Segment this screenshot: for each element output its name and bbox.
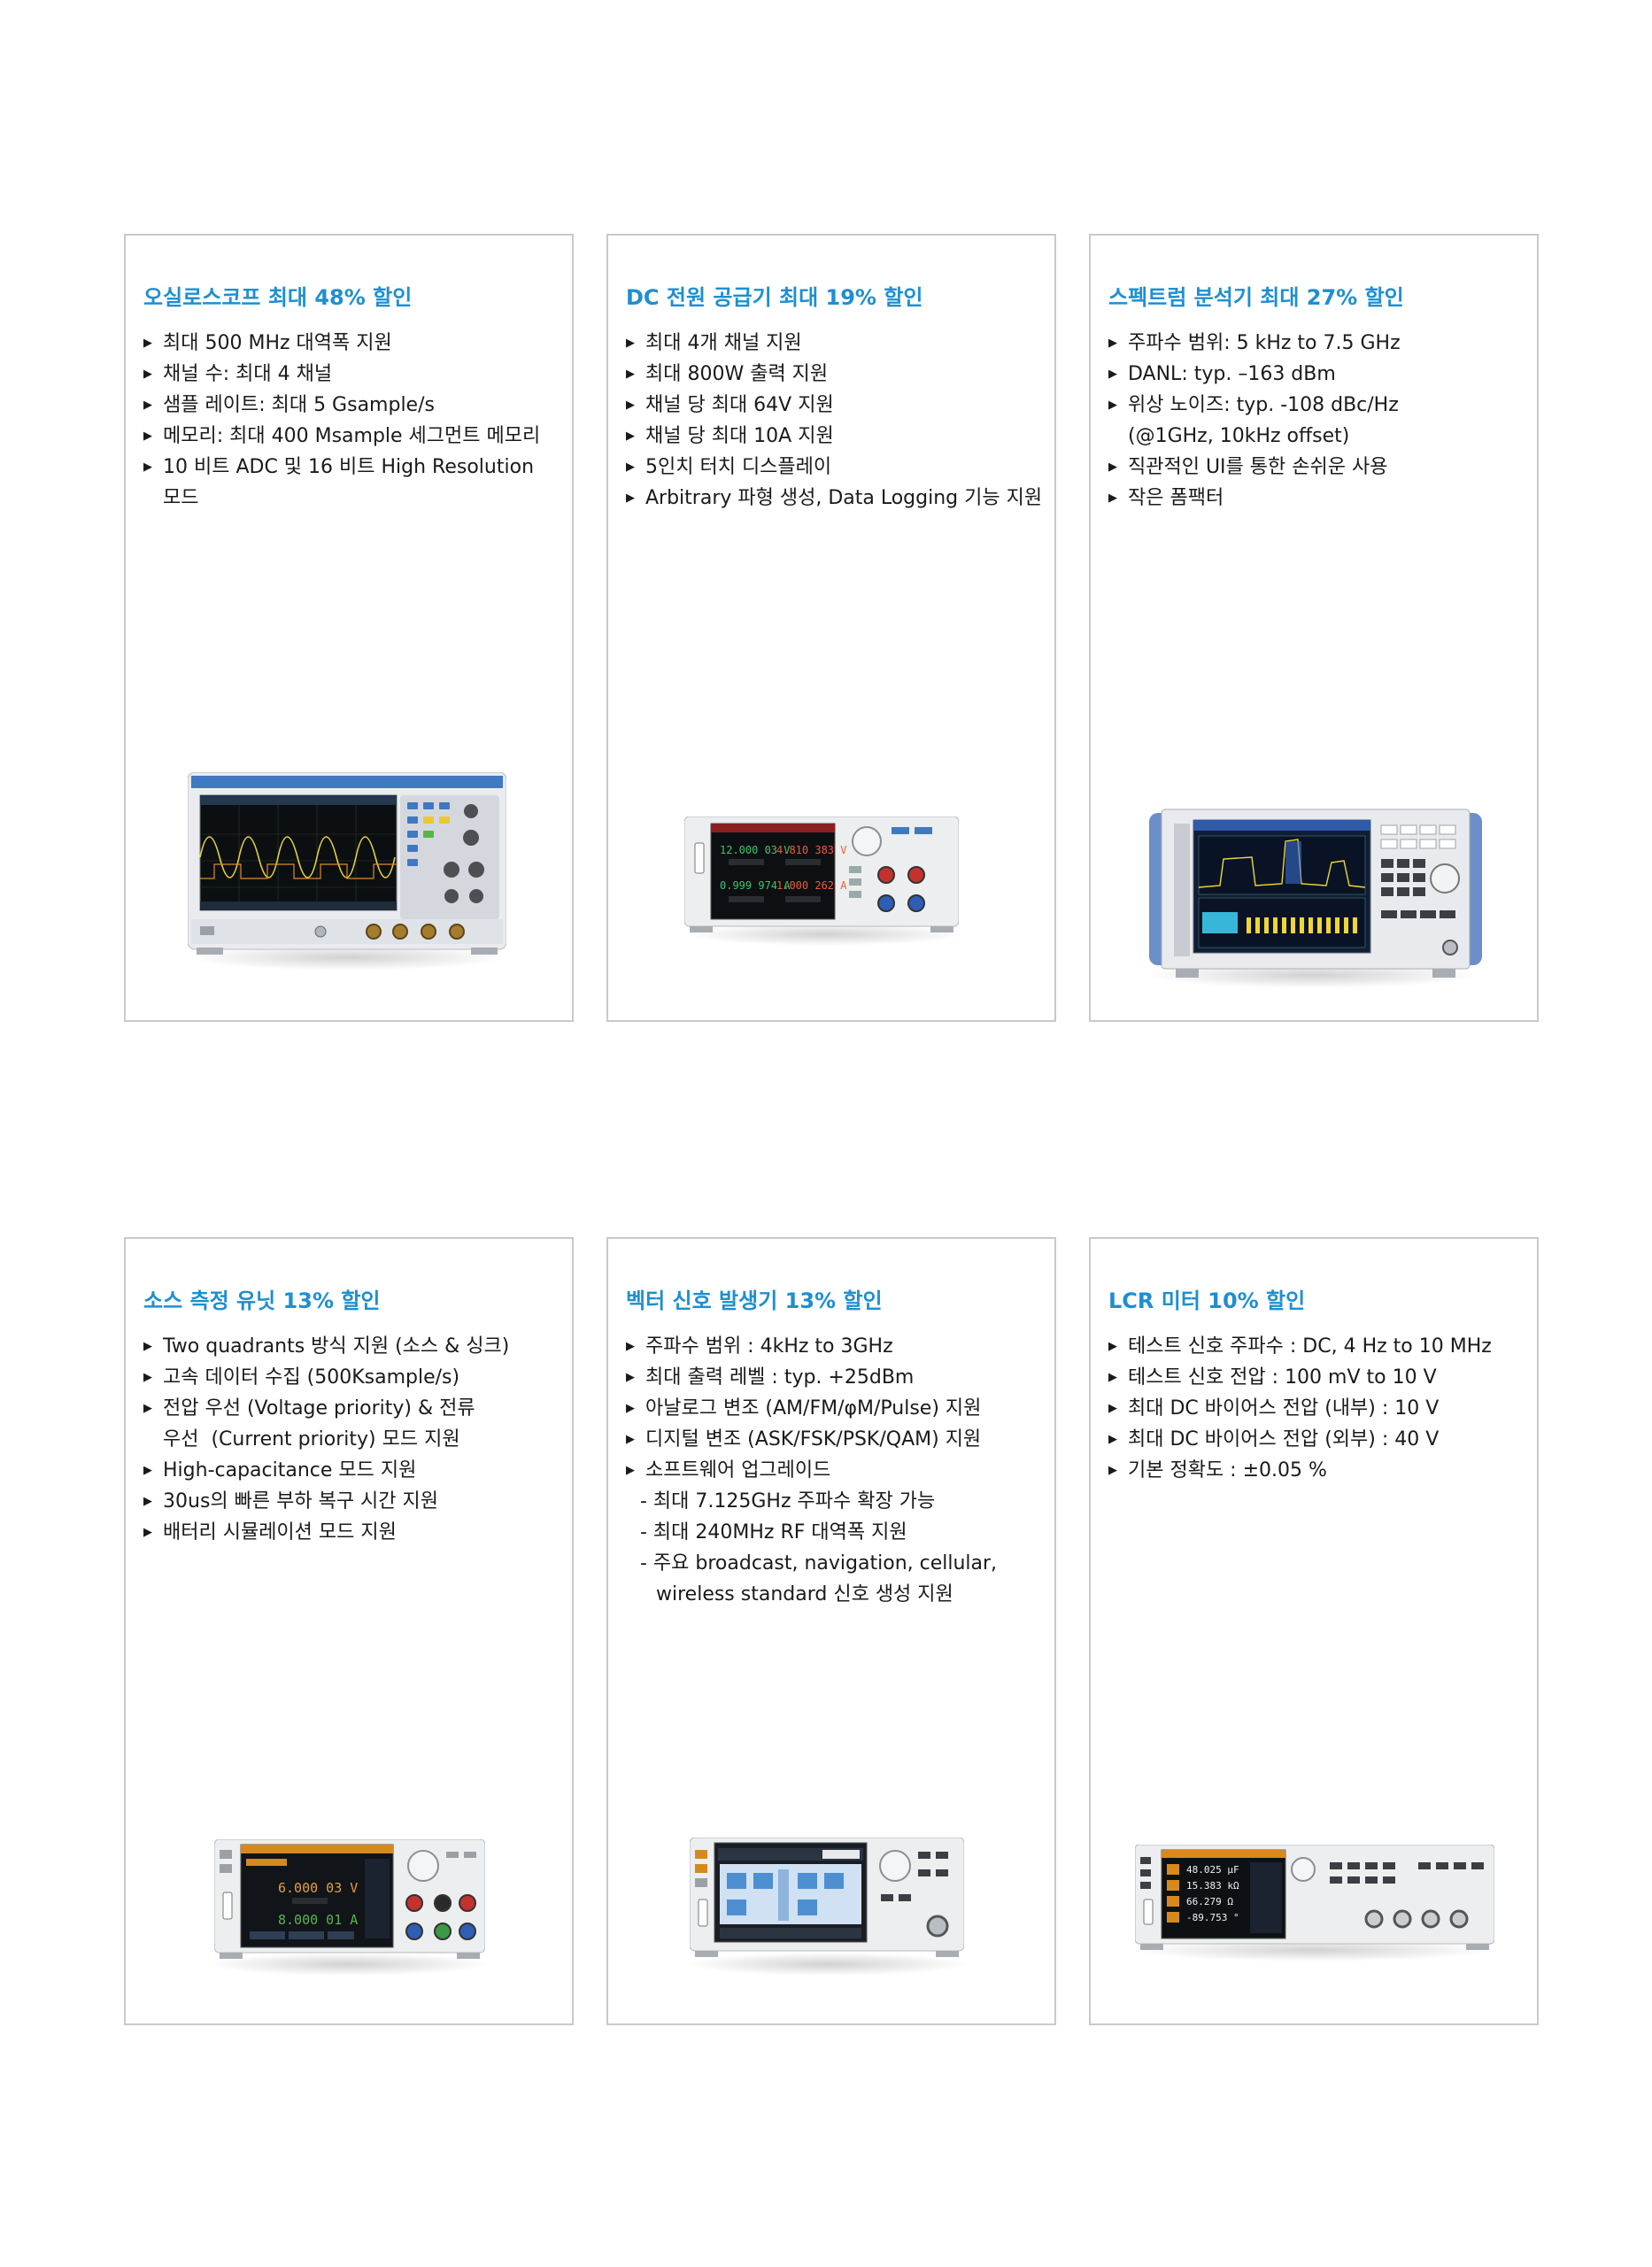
list-item: 최대 500 MHz 대역폭 지원 — [143, 328, 560, 359]
list-item: 전압 우선 (Voltage priority) & 전류 — [143, 1393, 560, 1424]
feature-list: 최대 500 MHz 대역폭 지원 채널 수: 최대 4 채널 샘플 레이트: … — [143, 328, 560, 514]
list-item: 테스트 신호 주파수 : DC, 4 Hz to 10 MHz — [1108, 1331, 1525, 1362]
list-item: 배터리 시뮬레이션 모드 지원 — [143, 1517, 560, 1548]
list-item: 채널 당 최대 10A 지원 — [626, 421, 1042, 452]
feature-list: 주파수 범위: 5 kHz to 7.5 GHz DANL: typ. –163… — [1108, 328, 1525, 514]
list-item: 최대 DC 바이어스 전압 (외부) : 40 V — [1108, 1424, 1525, 1455]
list-item: 디지털 변조 (ASK/FSK/PSK/QAM) 지원 — [626, 1424, 1042, 1455]
list-item: 위상 노이즈: typ. -108 dBc/Hz — [1108, 390, 1525, 421]
feature-list: Two quadrants 방식 지원 (소스 & 싱크) 고속 데이터 수집 … — [143, 1331, 560, 1548]
list-item: 10 비트 ADC 및 16 비트 High Resolution — [143, 452, 560, 483]
promo-card-oscilloscope: 오실로스코프 최대 48% 할인 최대 500 MHz 대역폭 지원 채널 수:… — [124, 234, 574, 1022]
list-item: 주파수 범위: 5 kHz to 7.5 GHz — [1108, 328, 1525, 359]
promo-card-spectrum-analyzer: 스펙트럼 분석기 최대 27% 할인 주파수 범위: 5 kHz to 7.5 … — [1089, 234, 1539, 1022]
list-item: 주파수 범위 : 4kHz to 3GHz — [626, 1331, 1042, 1362]
card-title: 소스 측정 유닛 13% 할인 — [143, 1288, 381, 1313]
list-item: 5인치 터치 디스플레이 — [626, 452, 1042, 483]
smu-current: 8.000 01 A — [278, 1912, 358, 1928]
promo-card-dc-power-supply: DC 전원 공급기 최대 19% 할인 최대 4개 채널 지원 최대 800W … — [606, 234, 1056, 1022]
feature-list: 최대 4개 채널 지원 최대 800W 출력 지원 채널 당 최대 64V 지원… — [626, 328, 1042, 514]
list-item: 아날로그 변조 (AM/FM/φM/Pulse) 지원 — [626, 1393, 1042, 1424]
card-title: DC 전원 공급기 최대 19% 할인 — [626, 285, 923, 310]
list-item-continued: 모드 — [163, 487, 199, 509]
oscilloscope-icon — [188, 772, 506, 955]
list-item: 테스트 신호 전압 : 100 mV to 10 V — [1108, 1362, 1525, 1393]
lcr-capacitance: 48.025 μF — [1186, 1864, 1239, 1876]
list-item: High-capacitance 모드 지원 — [143, 1455, 560, 1486]
list-item-continued: 우선 (Current priority) 모드 지원 — [163, 1428, 460, 1451]
lcr-impedance: 66.279 Ω — [1186, 1896, 1233, 1907]
list-item: DANL: typ. –163 dBm — [1108, 359, 1525, 390]
list-item: 최대 출력 레벨 : typ. +25dBm — [626, 1362, 1042, 1393]
list-item-continued: (@1GHz, 10kHz offset) — [1128, 425, 1350, 447]
list-subitem: - 최대 7.125GHz 주파수 확장 가능 — [640, 1490, 936, 1513]
feature-list: 테스트 신호 주파수 : DC, 4 Hz to 10 MHz 테스트 신호 전… — [1108, 1331, 1525, 1486]
channel-2-voltage: 4.810 383 V — [776, 844, 846, 856]
lcr-resistance: 15.383 kΩ — [1186, 1880, 1239, 1892]
list-item: 최대 4개 채널 지원 — [626, 328, 1042, 359]
card-title: 스펙트럼 분석기 최대 27% 할인 — [1108, 285, 1404, 310]
card-title: LCR 미터 10% 할인 — [1108, 1288, 1306, 1313]
list-item: 기본 정확도 : ±0.05 % — [1108, 1455, 1525, 1486]
list-item: 작은 폼팩터 — [1108, 483, 1525, 514]
card-title: 벡터 신호 발생기 13% 할인 — [626, 1288, 883, 1313]
feature-list: 주파수 범위 : 4kHz to 3GHz 최대 출력 레벨 : typ. +2… — [626, 1331, 1042, 1610]
list-item: 최대 DC 바이어스 전압 (내부) : 10 V — [1108, 1393, 1525, 1424]
lcr-phase-angle: -89.753 ° — [1186, 1912, 1239, 1923]
promo-card-vector-signal-generator: 벡터 신호 발생기 13% 할인 주파수 범위 : 4kHz to 3GHz 최… — [606, 1237, 1056, 2025]
list-item: 고속 데이터 수집 (500Ksample/s) — [143, 1362, 560, 1393]
list-item: 메모리: 최대 400 Msample 세그먼트 메모리 — [143, 421, 560, 452]
list-item: Two quadrants 방식 지원 (소스 & 싱크) — [143, 1331, 560, 1362]
promo-card-source-measure-unit: 소스 측정 유닛 13% 할인 Two quadrants 방식 지원 (소스 … — [124, 1237, 574, 2025]
spectrum-analyzer-icon — [1149, 809, 1482, 978]
list-item: Arbitrary 파형 생성, Data Logging 기능 지원 — [626, 483, 1042, 514]
list-item: 소프트웨어 업그레이드 — [626, 1455, 1042, 1486]
list-subitem-continued: wireless standard 신호 생성 지원 — [656, 1583, 953, 1605]
vector-signal-generator-icon — [690, 1838, 964, 1957]
card-title: 오실로스코프 최대 48% 할인 — [143, 285, 413, 310]
list-item: 최대 800W 출력 지원 — [626, 359, 1042, 390]
channel-1-voltage: 12.000 03 V — [720, 844, 790, 856]
list-item: 채널 당 최대 64V 지원 — [626, 390, 1042, 421]
list-item: 30us의 빠른 부하 복구 시간 지원 — [143, 1486, 560, 1517]
lcr-meter-icon: 48.025 μF 15.383 kΩ 66.279 Ω -89.753 ° — [1135, 1845, 1494, 1950]
channel-1-current: 0.999 974 A — [720, 879, 791, 892]
promo-card-lcr-meter: LCR 미터 10% 할인 테스트 신호 주파수 : DC, 4 Hz to 1… — [1089, 1237, 1539, 2025]
dc-power-supply-icon: 12.000 03 V 4.810 383 V 0.999 974 A 1.00… — [684, 816, 959, 932]
list-item: 직관적인 UI를 통한 손쉬운 사용 — [1108, 452, 1525, 483]
list-item: 채널 수: 최대 4 채널 — [143, 359, 560, 390]
list-item: 샘플 레이트: 최대 5 Gsample/s — [143, 390, 560, 421]
channel-2-current: 1.000 262 A — [776, 879, 847, 892]
smu-voltage: 6.000 03 V — [278, 1880, 358, 1896]
list-subitem: - 최대 240MHz RF 대역폭 지원 — [640, 1521, 907, 1544]
source-measure-unit-icon: 6.000 03 V 8.000 01 A — [214, 1839, 485, 1959]
list-subitem: - 주요 broadcast, navigation, cellular, — [640, 1552, 998, 1575]
